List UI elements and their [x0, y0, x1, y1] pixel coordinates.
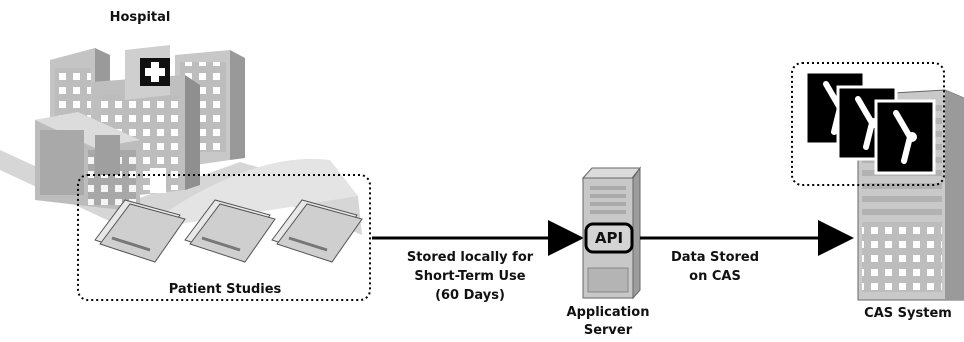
- stored-locally-line-1: Stored locally for: [406, 250, 534, 265]
- application-server-icon: [581, 166, 642, 300]
- cas-xray-group-box: [791, 62, 945, 186]
- data-stored-line-1: Data Stored: [670, 250, 760, 265]
- application-server-label: Application Server: [553, 304, 663, 340]
- hospital-building-icon: [0, 45, 362, 240]
- patient-study-folder-icon: [94, 199, 186, 263]
- application-server-line-1: Application: [566, 305, 650, 320]
- patient-study-folder-icon: [184, 199, 276, 263]
- data-stored-label: Data Stored on CAS: [660, 248, 770, 286]
- application-server-line-2: Server: [583, 323, 633, 338]
- stored-locally-line-3: (60 Days): [435, 288, 505, 303]
- data-stored-line-2: on CAS: [689, 269, 741, 284]
- cas-system-label: CAS System: [864, 306, 952, 321]
- hospital-label: Hospital: [109, 10, 171, 25]
- stored-locally-line-2: Short-Term Use: [414, 269, 526, 284]
- patient-study-folder-icon: [271, 199, 363, 263]
- patient-studies-group-box: [77, 174, 371, 301]
- stored-locally-label: Stored locally for Short-Term Use (60 Da…: [385, 248, 555, 305]
- api-label: API: [594, 229, 624, 247]
- patient-studies-label: Patient Studies: [168, 282, 282, 297]
- xray-film-icon: [874, 99, 936, 175]
